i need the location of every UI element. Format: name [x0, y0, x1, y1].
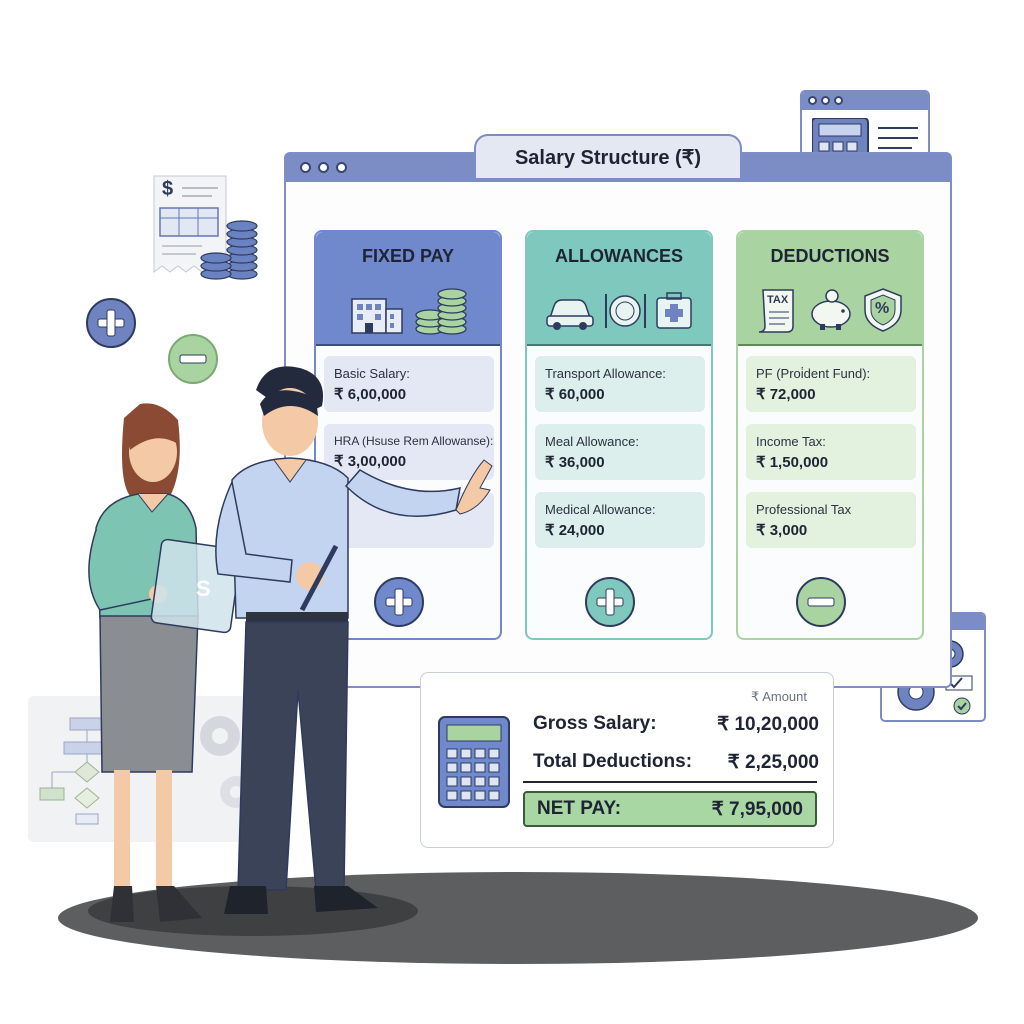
amount-header: ₹ Amount [751, 689, 807, 704]
medical-allowance-item[interactable]: Medical Allowance: ₹ 24,000 [535, 492, 705, 548]
professional-tax-item[interactable]: Professional Tax ₹ 3,000 [746, 492, 916, 548]
professional-tax-value: ₹ 3,000 [756, 522, 808, 539]
window-close-dot[interactable] [300, 162, 311, 173]
meal-allowance-item[interactable]: Meal Allowance: ₹ 36,000 [535, 424, 705, 480]
allowances-column: ALLOWANCES [525, 230, 713, 640]
basic-salary-item[interactable]: Basic Salary: ₹ 6,00,000 [324, 356, 494, 412]
payslip-icon: $ [152, 174, 262, 280]
total-deductions-row: Total Deductions: ₹ 2,25,000 [533, 747, 819, 777]
hra-label: HRA (Hsuse Rem Allowanse): [334, 434, 494, 448]
window-title: Salary Structure (₹) [474, 134, 742, 180]
dollar-symbol: $ [162, 178, 174, 200]
salary-summary-card: ₹ Amount Gross Salary: ₹ 10,20,000 Total… [420, 672, 834, 848]
people-illustration [88, 366, 493, 922]
flowchart-icon [39, 716, 252, 825]
salary-structure-window: Salary Structure (₹) FIXED PAY [284, 134, 952, 688]
deductions-header: DEDUCTIONS TAX [738, 232, 922, 346]
percent-symbol: % [875, 300, 890, 317]
hra-item[interactable]: HRA (Hsuse Rem Allowanse): ₹ 3,00,000 [324, 424, 494, 480]
fixed-pay-column: FIXED PAY Basic Sa [314, 230, 502, 640]
pf-value: ₹ 72,000 [756, 386, 816, 403]
building-icon [351, 298, 403, 334]
professional-tax-label: Professional Tax [756, 502, 852, 517]
medical-kit-icon [656, 292, 692, 329]
net-pay-label: NET PAY: [537, 798, 622, 819]
remove-deduction-button[interactable] [796, 577, 846, 627]
piggy-bank-icon [811, 289, 851, 330]
add-fixed-pay-button[interactable] [374, 577, 424, 627]
total-deductions-value: ₹ 2,25,000 [727, 751, 819, 773]
coin-stack-icon [415, 288, 467, 335]
income-tax-value: ₹ 1,50,000 [756, 454, 829, 471]
transport-allowance-label: Transport Allowance: [545, 366, 666, 381]
transport-allowance-item[interactable]: Transport Allowance: ₹ 60,000 [535, 356, 705, 412]
pf-label: PF (Proi̇dent Fund): [756, 366, 871, 381]
summary-divider [523, 781, 817, 783]
percent-shield-icon: % [861, 286, 905, 334]
man-figure [215, 366, 493, 914]
basic-salary-label: Basic Salary: [334, 366, 410, 381]
window-minimize-dot[interactable] [318, 162, 329, 173]
tablet-symbol: S [196, 576, 211, 601]
plus-icon [596, 588, 624, 616]
allowances-header: ALLOWANCES [527, 232, 711, 346]
gross-salary-value: ₹ 10,20,000 [717, 713, 819, 735]
deductions-title: DEDUCTIONS [770, 246, 890, 266]
gross-salary-label: Gross Salary: [533, 713, 657, 734]
car-icon [546, 299, 594, 330]
floating-plus-icon [86, 298, 136, 348]
fixed-pay-title: FIXED PAY [361, 246, 455, 266]
add-allowance-button[interactable] [585, 577, 635, 627]
fixed-pay-header: FIXED PAY [316, 232, 500, 346]
woman-figure [88, 403, 202, 922]
hra-value: ₹ 3,00,000 [334, 453, 407, 470]
window-maximize-dot[interactable] [336, 162, 347, 173]
tax-label: TAX [767, 294, 789, 306]
calculator-icon [438, 716, 510, 808]
allowances-title: ALLOWANCES [555, 246, 683, 266]
medical-allowance-label: Medical Allowance: [545, 502, 656, 517]
income-tax-label: Income Tax: [756, 434, 826, 449]
flowchart-panel [28, 696, 278, 842]
floating-minus-icon [168, 334, 218, 384]
meal-allowance-label: Meal Allowance: [545, 434, 639, 449]
basic-salary-value: ₹ 6,00,000 [334, 386, 407, 403]
net-pay-row: NET PAY: ₹ 7,95,000 [523, 791, 817, 827]
net-pay-value: ₹ 7,95,000 [711, 798, 803, 820]
gross-salary-row: Gross Salary: ₹ 10,20,000 [533, 709, 819, 739]
transport-allowance-value: ₹ 60,000 [545, 386, 605, 403]
deductions-column: DEDUCTIONS TAX [736, 230, 924, 640]
meal-allowance-value: ₹ 36,000 [545, 454, 605, 471]
minus-icon [807, 597, 835, 607]
total-deductions-label: Total Deductions: [533, 751, 693, 772]
gear-icon [200, 716, 240, 756]
income-tax-item[interactable]: Income Tax: ₹ 1,50,000 [746, 424, 916, 480]
meal-icon [605, 294, 646, 328]
pf-item[interactable]: PF (Proi̇dent Fund): ₹ 72,000 [746, 356, 916, 412]
plus-icon [385, 588, 413, 616]
medical-allowance-value: ₹ 24,000 [545, 522, 605, 539]
tax-document-icon: TAX [755, 286, 801, 334]
